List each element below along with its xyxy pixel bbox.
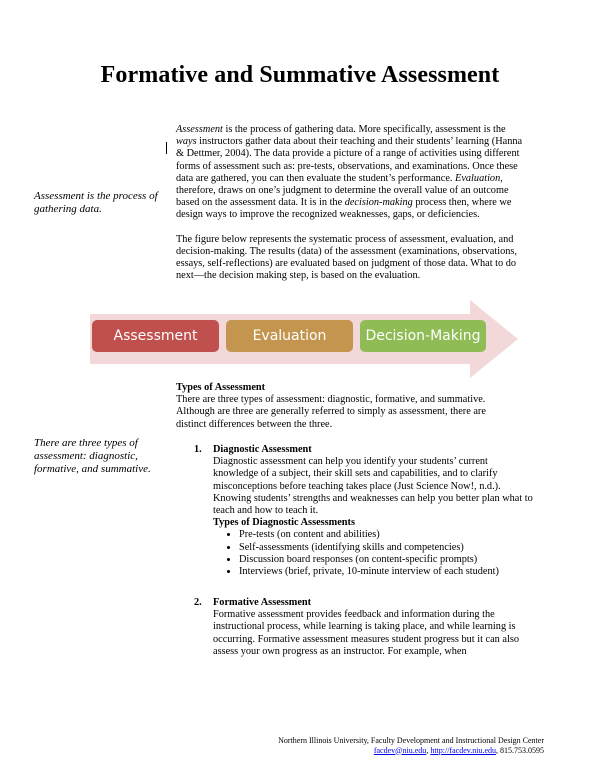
diagnostic-number: 1. [194,444,202,455]
list-item: Interviews (brief, private, 10-minute in… [239,566,533,578]
footer-separator: , [496,745,500,755]
intro-paragraph-1: Assessment is the process of gathering d… [176,124,526,222]
text-cursor [166,142,167,154]
footer-phone: 815.753.0595 [500,745,544,755]
formative-section: Formative Assessment Formative assessmen… [213,597,533,658]
term-evaluation: Evaluation, [455,172,503,184]
diagnostic-section: Diagnostic Assessment Diagnostic assessm… [213,444,533,578]
diagnostic-text: Diagnostic assessment can help you ident… [213,456,533,517]
intro-paragraph-2: The figure below represents the systemat… [176,233,517,282]
types-text: There are three types of assessment: dia… [176,394,486,430]
footer-contact: facdev@niu.edu, http://facdev.niu.edu, 8… [278,746,544,756]
diagnostic-bullet-list: Pre-tests (on content and abilities) Sel… [213,529,533,578]
diagnostic-heading: Diagnostic Assessment [213,444,312,455]
term-decision-making: decision-making [344,197,413,209]
formative-heading: Formative Assessment [213,597,312,608]
formative-number: 2. [194,597,202,608]
term-ways: ways [176,136,197,148]
footer-separator: , [426,745,431,755]
diagnostic-subheading: Types of Diagnostic Assessments [213,517,355,529]
intro-text-a: is the process of gathering data. More s… [222,124,506,135]
sidenote-types: There are three types of assessment: dia… [34,437,151,475]
term-assessment: Assessment [176,124,223,135]
intro-text-c: therefore, draws on one’s judgment to de… [176,185,509,209]
formative-text: Formative assessment provides feedback a… [213,609,519,657]
process-diagram: Assessment Evaluation Decision-Making [90,300,518,378]
page-footer: Northern Illinois University, Faculty De… [278,736,544,755]
step-assessment: Assessment [92,320,219,352]
list-item: Pre-tests (on content and abilities) [239,529,533,541]
footer-email-link[interactable]: facdev@niu.edu [373,745,427,755]
list-item: Discussion board responses (on content-s… [239,554,533,566]
footer-website-link[interactable]: http://facdev.niu.edu [430,745,496,755]
list-item: Self-assessments (identifying skills and… [239,542,533,554]
sidenote-assessment: Assessment is the process of gathering d… [34,190,158,215]
step-decision-making: Decision-Making [360,320,486,352]
types-section: Types of Assessment There are three type… [176,382,516,431]
footer-institution: Northern Illinois University, Faculty De… [278,736,544,745]
types-heading: Types of Assessment [176,382,266,393]
intro-text-d: process then, where we design ways to im… [176,197,512,221]
page-title: Formative and Summative Assessment [100,62,500,88]
intro-text-b: instructors gather data about their teac… [176,136,523,184]
step-evaluation: Evaluation [226,320,353,352]
intro-paragraph: Assessment is the process of gathering d… [176,124,526,282]
